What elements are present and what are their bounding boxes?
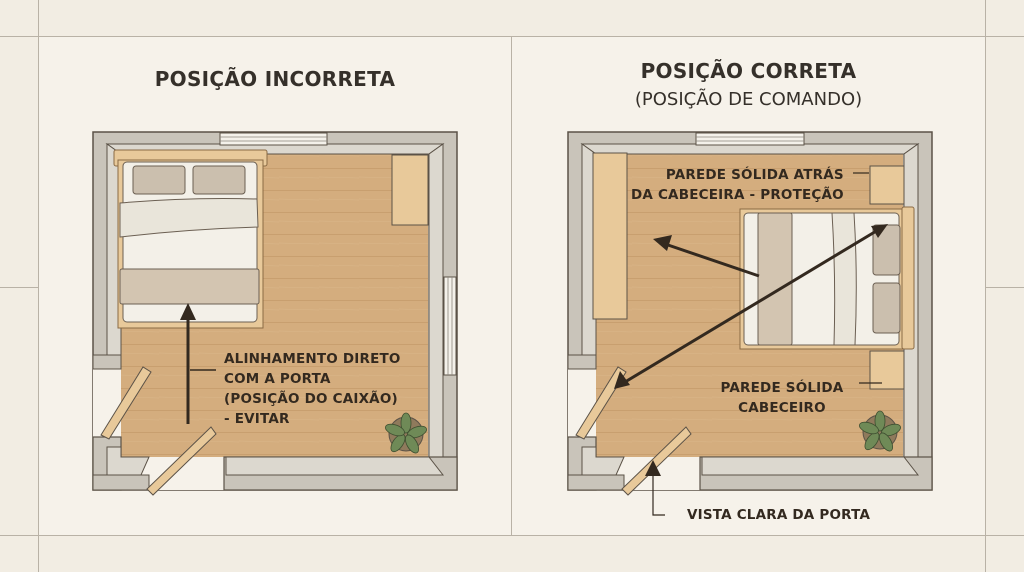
grid-line-top bbox=[0, 36, 1024, 37]
grid-line-bottom bbox=[0, 535, 1024, 536]
annotation-line: ALINHAMENTO DIRETO bbox=[224, 351, 401, 367]
panel-subtitle: (POSIÇÃO DE COMANDO) bbox=[634, 89, 863, 110]
grid-line-right-outer bbox=[986, 287, 1024, 288]
panel-title: POSIÇÃO CORRETA bbox=[640, 59, 857, 83]
correct-floor-plan bbox=[567, 131, 933, 516]
incorrect-annotation: ALINHAMENTO DIRETO COM A PORTA (POSIÇÃO … bbox=[224, 349, 401, 429]
annotation-line: - EVITAR bbox=[224, 411, 290, 427]
bottom-annotation: VISTA CLARA DA PORTA bbox=[687, 507, 871, 523]
panel-title: POSIÇÃO INCORRETA bbox=[154, 67, 396, 91]
top-annotation: PAREDE SÓLIDA ATRÁS DA CABECEIRA - PROTE… bbox=[631, 165, 844, 205]
mid-annotation: PAREDE SÓLIDA CABECEIRO bbox=[712, 378, 852, 418]
annotation-line: COM A PORTA bbox=[224, 371, 331, 387]
plant-icon bbox=[385, 412, 427, 454]
grid-line-right bbox=[985, 0, 986, 572]
grid-line-left bbox=[38, 0, 39, 572]
plant-icon bbox=[859, 410, 901, 452]
annotation-line: PAREDE SÓLIDA bbox=[720, 380, 844, 396]
panel-divider bbox=[511, 37, 512, 535]
incorrect-floor-plan bbox=[92, 131, 458, 496]
door-leaf bbox=[146, 426, 217, 496]
annotation-line: CABECEIRO bbox=[738, 400, 826, 416]
annotation-line: DA CABECEIRA - PROTEÇÃO bbox=[631, 187, 844, 203]
grid-line-left-outer bbox=[0, 287, 38, 288]
incorrect-position-panel: POSIÇÃO INCORRETA bbox=[39, 37, 511, 535]
door-leaf bbox=[100, 366, 152, 440]
bed-to-room-arrow bbox=[667, 243, 760, 278]
door-leaf bbox=[621, 426, 692, 496]
annotation-line: (POSIÇÃO DO CAIXÃO) bbox=[224, 391, 398, 407]
door-leaf bbox=[575, 366, 627, 440]
diagonal-view-arrow bbox=[624, 228, 879, 384]
annotation-line: PAREDE SÓLIDA ATRÁS bbox=[665, 167, 844, 183]
correct-position-panel: POSIÇÃO CORRETA (POSIÇÃO DE COMANDO) bbox=[512, 37, 985, 535]
